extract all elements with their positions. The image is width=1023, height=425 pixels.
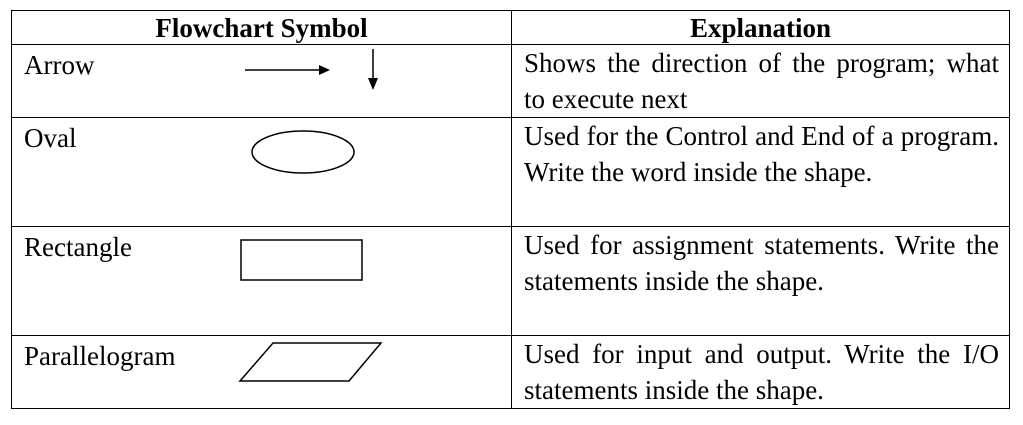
header-flowchart-symbol: Flowchart Symbol <box>11 10 512 45</box>
symbol-cell-parallelogram: Parallelogram <box>11 335 512 409</box>
explanation-rectangle: Used for assignment statements. Write th… <box>511 226 1010 336</box>
symbol-cell-oval: Oval <box>11 117 512 227</box>
symbol-cell-rectangle: Rectangle <box>11 226 512 336</box>
symbol-name-oval: Oval <box>24 123 77 153</box>
table-header-row: Flowchart Symbol Explanation <box>11 10 1010 45</box>
table-row-parallelogram: Parallelogram Used for input and output.… <box>11 335 1010 409</box>
oval-icon <box>251 130 355 174</box>
explanation-oval: Used for the Control and End of a progra… <box>511 117 1010 227</box>
flowchart-symbols-table-container: Flowchart Symbol Explanation Arrow Shows… <box>11 10 1010 409</box>
symbol-name-parallelogram: Parallelogram <box>24 341 176 371</box>
flowchart-symbols-table: Flowchart Symbol Explanation Arrow Shows… <box>11 10 1010 409</box>
header-explanation: Explanation <box>511 10 1010 45</box>
symbol-name-arrow: Arrow <box>24 50 95 80</box>
rectangle-icon <box>240 239 363 281</box>
symbol-cell-arrow: Arrow <box>11 44 512 118</box>
arrow-icon <box>245 49 378 90</box>
table-row-rectangle: Rectangle Used for assignment statements… <box>11 226 1010 336</box>
explanation-parallelogram: Used for input and output. Write the I/O… <box>511 335 1010 409</box>
parallelogram-icon <box>238 342 383 382</box>
table-row-oval: Oval Used for the Control and End of a p… <box>11 117 1010 227</box>
symbol-name-rectangle: Rectangle <box>24 232 132 262</box>
table-row-arrow: Arrow Shows the direction of the program… <box>11 44 1010 118</box>
explanation-arrow: Shows the direction of the program; what… <box>511 44 1010 118</box>
